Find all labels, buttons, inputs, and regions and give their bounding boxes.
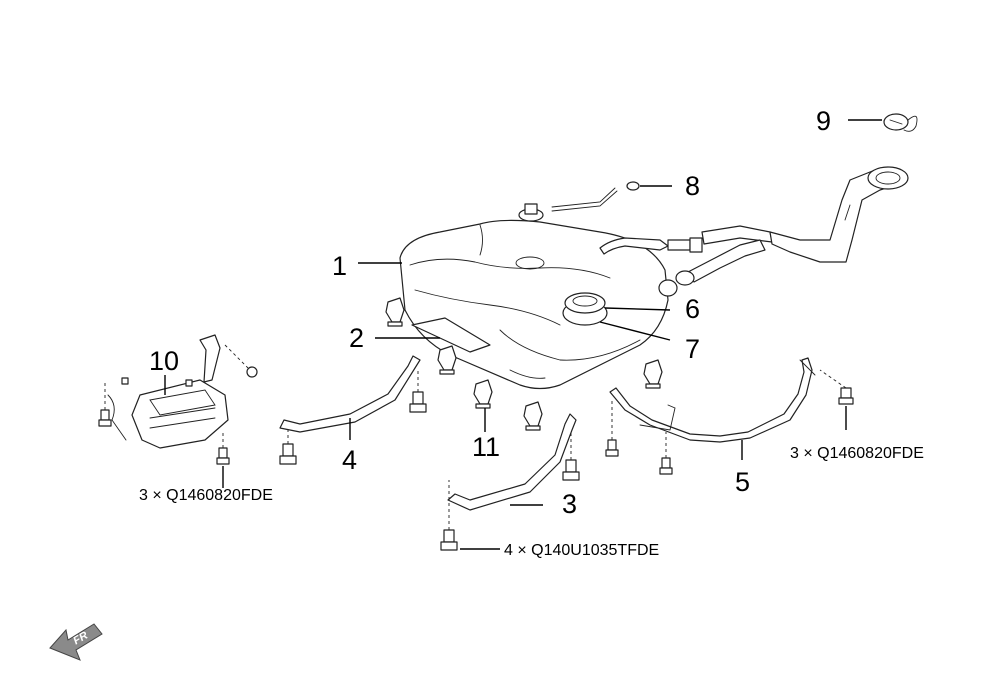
fuel-filler-cap xyxy=(883,113,918,132)
leader-lines xyxy=(164,119,882,550)
bolt xyxy=(98,409,112,427)
clip xyxy=(643,359,663,389)
callout-11: 11 xyxy=(472,432,500,462)
bolt xyxy=(440,529,458,551)
front-direction-arrow-icon: FR xyxy=(49,623,103,661)
fuel-pump-lock-ring xyxy=(562,292,608,326)
vent-hose xyxy=(518,187,618,222)
callout-1: 1 xyxy=(332,251,347,281)
callout-10: 10 xyxy=(149,346,179,376)
callout-4: 4 xyxy=(342,445,357,475)
clip xyxy=(523,401,543,431)
bolt xyxy=(562,459,580,481)
strap-front xyxy=(447,413,577,511)
bolt xyxy=(279,443,297,465)
clip xyxy=(385,297,405,327)
bolt-note-left: 3 × Q1460820FDE xyxy=(139,487,273,504)
bolt-note-bottom: 4 × Q140U1035TFDE xyxy=(504,542,659,559)
bolt-note-right: 3 × Q1460820FDE xyxy=(790,445,924,462)
callout-5: 5 xyxy=(735,467,750,497)
install-paths xyxy=(104,368,847,530)
bolt xyxy=(659,457,673,475)
callout-3: 3 xyxy=(562,489,577,519)
bolt xyxy=(605,439,619,457)
heat-shield xyxy=(411,317,491,353)
callout-6: 6 xyxy=(685,294,700,324)
bolt xyxy=(216,447,230,465)
bolt xyxy=(185,379,193,387)
filler-neck xyxy=(769,166,909,263)
bolt xyxy=(838,387,854,405)
grommet xyxy=(626,181,640,191)
callout-9: 9 xyxy=(816,106,831,136)
callout-8: 8 xyxy=(685,171,700,201)
clip xyxy=(437,345,457,375)
strap-rear xyxy=(279,355,421,433)
evap-canister xyxy=(107,334,258,449)
bolt xyxy=(121,377,129,385)
callout-2: 2 xyxy=(349,323,364,353)
bolt xyxy=(409,391,427,413)
clip xyxy=(473,379,493,409)
callout-7: 7 xyxy=(685,334,700,364)
filler-hoses xyxy=(599,225,773,297)
tank-support-frame xyxy=(609,357,816,443)
